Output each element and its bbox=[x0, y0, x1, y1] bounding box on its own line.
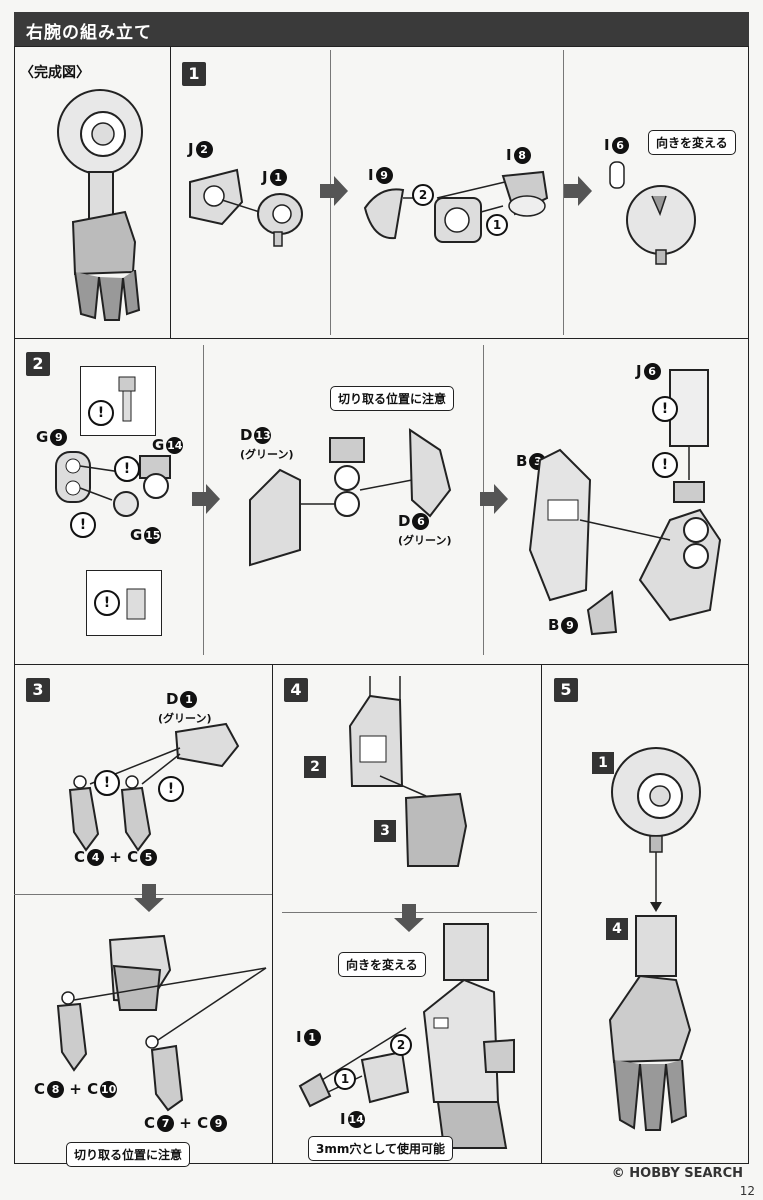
caution-icon-1: ! bbox=[88, 400, 114, 426]
callout-3mm-hole: 3mm穴として使用可能 bbox=[308, 1136, 453, 1161]
step3-arrow-down bbox=[134, 884, 164, 912]
caution-icon-8: ! bbox=[158, 776, 184, 802]
step4-order-mark-1: 1 bbox=[334, 1068, 356, 1090]
row-divider-2 bbox=[14, 664, 749, 665]
complete-view-label: 〈完成図〉 bbox=[20, 65, 90, 81]
col-divider-complete bbox=[170, 46, 171, 338]
part-ref-3: 3 bbox=[374, 820, 396, 842]
step1-parts-j bbox=[189, 168, 303, 247]
step4-arm-hand bbox=[348, 676, 468, 867]
step4-order-mark-2: 2 bbox=[390, 1034, 412, 1056]
part-ref-1: 1 bbox=[592, 752, 614, 774]
step1-parts-i bbox=[363, 170, 549, 243]
complete-arm-illustration bbox=[57, 89, 143, 321]
step1-arrow-1 bbox=[320, 176, 348, 206]
caution-icon-3: ! bbox=[70, 512, 96, 538]
callout-cut-position-step2: 切り取る位置に注意 bbox=[330, 386, 455, 411]
callout-change-orientation: 向きを変える bbox=[648, 130, 736, 155]
d13-color-note: (グリーン) bbox=[240, 448, 294, 461]
step-4-number: 4 bbox=[284, 678, 308, 702]
caution-icon-2: ! bbox=[114, 456, 140, 482]
d6-color-note: (グリーン) bbox=[398, 534, 452, 547]
callout-change-orientation-step4: 向きを変える bbox=[338, 952, 426, 977]
step-3-number: 3 bbox=[26, 678, 50, 702]
section-title-bar: 右腕の組み立て bbox=[14, 12, 749, 46]
step5-full-arm bbox=[608, 747, 701, 1131]
d1-color-note: (グリーン) bbox=[158, 712, 212, 725]
footer-brand: © HOBBY SEARCH bbox=[611, 1166, 743, 1181]
step1-sub-divider-2 bbox=[563, 50, 564, 335]
caution-icon-4: ! bbox=[94, 590, 120, 616]
step-2-number: 2 bbox=[26, 352, 50, 376]
col-divider-step4-5 bbox=[541, 664, 542, 1164]
step-1-number: 1 bbox=[182, 62, 206, 86]
callout-cut-position-step3: 切り取る位置に注意 bbox=[66, 1142, 191, 1167]
order-mark-1: 1 bbox=[486, 214, 508, 236]
step2-arrow-2 bbox=[480, 484, 508, 514]
caution-icon-6: ! bbox=[652, 452, 678, 478]
part-ref-2: 2 bbox=[304, 756, 326, 778]
page-number: 12 bbox=[739, 1184, 755, 1198]
step1-arrow-2 bbox=[564, 176, 592, 206]
caution-icon-5: ! bbox=[652, 396, 678, 422]
caution-icon-7: ! bbox=[94, 770, 120, 796]
row-divider-1 bbox=[14, 338, 749, 339]
step4-arrow-down bbox=[394, 904, 424, 932]
section-title: 右腕の組み立て bbox=[26, 23, 152, 43]
instruction-frame bbox=[14, 46, 749, 1164]
step2-arrow-1 bbox=[192, 484, 220, 514]
step3-fingers-assembly bbox=[68, 722, 240, 852]
step3-hand-assembly bbox=[56, 934, 267, 1112]
order-mark-2: 2 bbox=[412, 184, 434, 206]
step-5-number: 5 bbox=[554, 678, 578, 702]
detail-box-g14 bbox=[80, 366, 156, 436]
col-divider-step3-4 bbox=[272, 664, 273, 1164]
step2-parts-b-j bbox=[528, 369, 722, 636]
step4-forearm bbox=[422, 923, 515, 1149]
step2-parts-g bbox=[55, 451, 171, 517]
step1-shoulder-ball bbox=[609, 161, 696, 265]
part-ref-4: 4 bbox=[606, 918, 628, 940]
step2-parts-d bbox=[249, 428, 452, 567]
